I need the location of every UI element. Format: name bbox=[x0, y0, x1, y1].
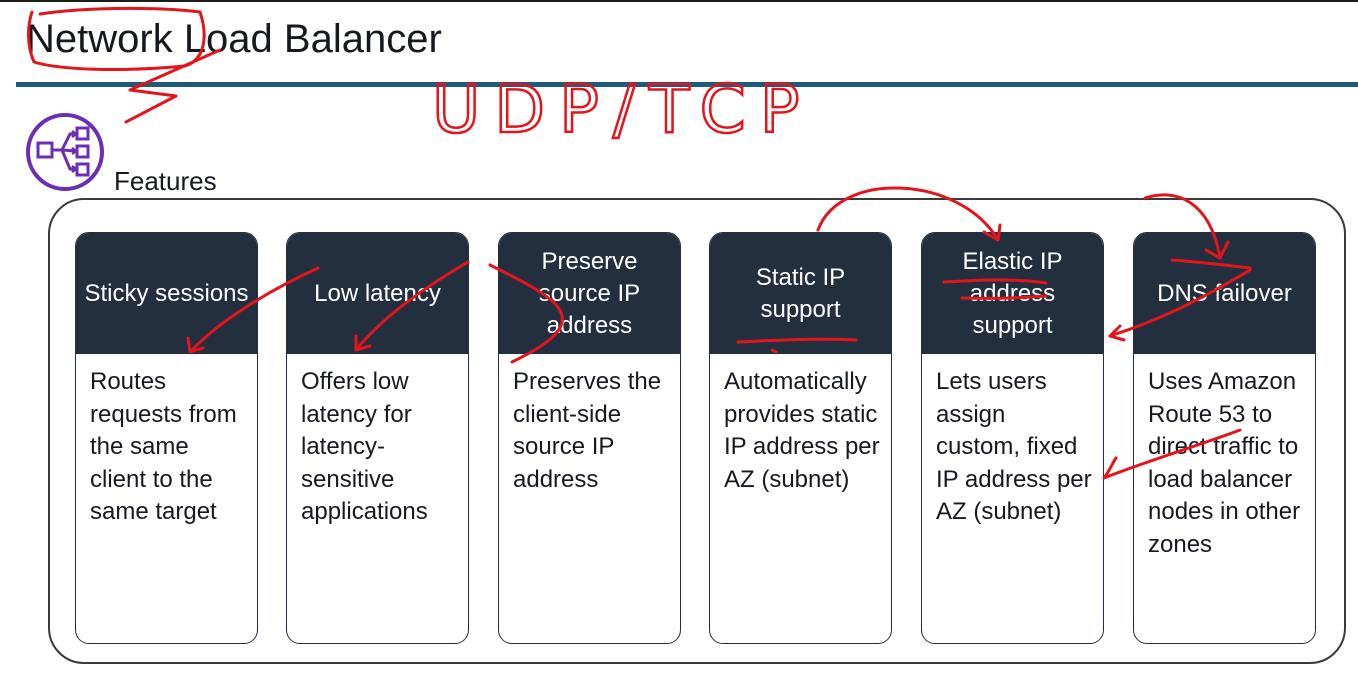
feature-card-static-ip: Static IP support Automatically provides… bbox=[709, 232, 892, 644]
feature-card-preserve-source-ip: Preserve source IP address Preserves the… bbox=[498, 232, 681, 644]
feature-card-low-latency: Low latency Offers low latency for laten… bbox=[286, 232, 469, 644]
top-border-line bbox=[0, 0, 1358, 2]
slide-title: Network Load Balancer bbox=[26, 17, 442, 61]
card-description: Offers low latency for latency-sensitive… bbox=[301, 368, 428, 525]
feature-card-dns-failover: DNS failover Uses Amazon Route 53 to dir… bbox=[1133, 232, 1316, 644]
feature-card-elastic-ip: Elastic IP address support Lets users as… bbox=[921, 232, 1104, 644]
card-description: Uses Amazon Route 53 to direct traffic t… bbox=[1148, 368, 1301, 558]
card-title: Low latency bbox=[287, 233, 468, 354]
card-description: Routes requests from the same client to … bbox=[90, 368, 237, 525]
card-description: Preserves the client-side source IP addr… bbox=[513, 368, 662, 493]
feature-card-sticky-sessions: Sticky sessions Routes requests from the… bbox=[75, 232, 258, 644]
card-description: Automatically provides static IP address… bbox=[724, 368, 880, 493]
card-title: DNS failover bbox=[1134, 233, 1315, 354]
title-rule bbox=[16, 82, 1358, 87]
card-description: Lets users assign custom, fixed IP addre… bbox=[936, 368, 1092, 525]
network-load-balancer-icon bbox=[26, 113, 104, 191]
card-title: Sticky sessions bbox=[76, 233, 257, 354]
card-title: Static IP support bbox=[710, 233, 891, 354]
card-title: Preserve source IP address bbox=[499, 233, 680, 354]
features-label: Features bbox=[114, 166, 217, 196]
features-panel bbox=[48, 198, 1346, 664]
card-title: Elastic IP address support bbox=[922, 233, 1103, 354]
